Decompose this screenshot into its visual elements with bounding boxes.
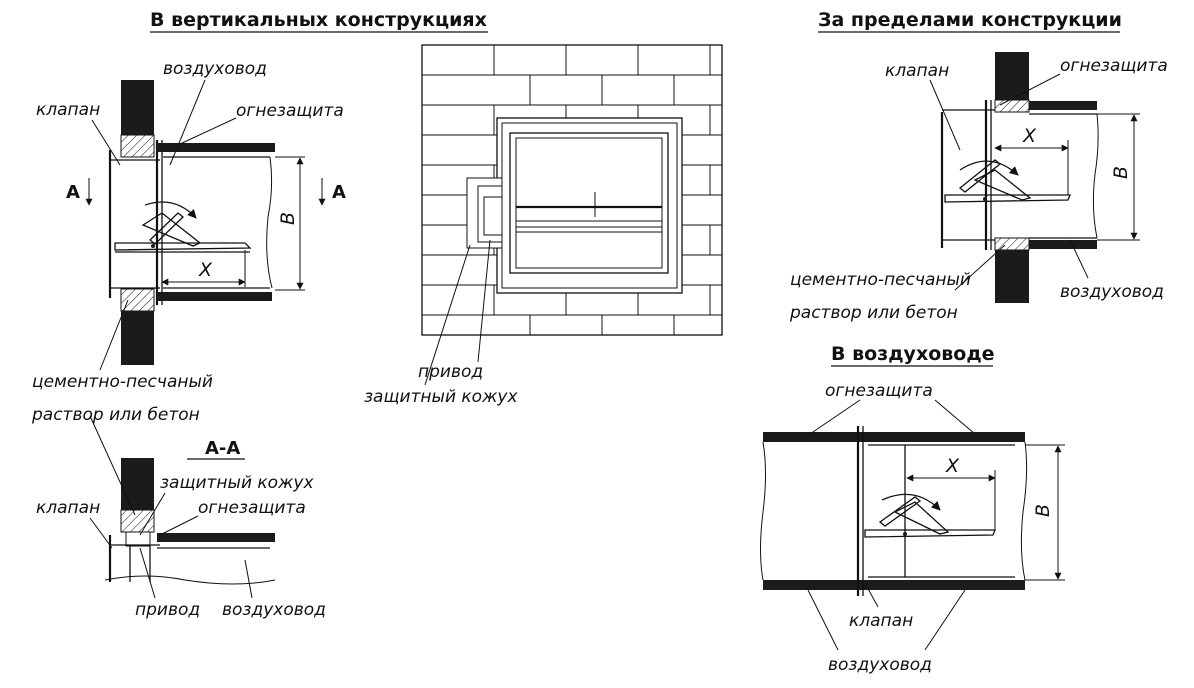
label-klapan-2: клапан	[36, 498, 100, 518]
dim-x-duct: Х	[945, 455, 960, 477]
section-aa-view: А-А защитный кожух огнезащита клапан при…	[36, 415, 326, 620]
label-privod-1: привод	[135, 600, 200, 620]
label-cement-2a: цементно-песчаный	[790, 270, 971, 290]
section-mark-right: А	[332, 182, 346, 203]
fire-protection-bottom	[157, 292, 272, 301]
label-vozduhovod-3: воздуховод	[1060, 282, 1164, 302]
brick-wall-front-view: привод защитный кожух	[364, 44, 723, 407]
in-duct-install-view: Х В огнезащита клапан воздуховод	[760, 381, 1065, 675]
label-privod-2: привод	[418, 362, 483, 382]
dim-b-duct: В	[1032, 504, 1054, 517]
label-ognezashita-2: огнезащита	[198, 498, 306, 518]
label-vozduhovod-2: воздуховод	[222, 600, 326, 620]
dim-x-outside: Х	[1022, 125, 1037, 147]
vertical-install-view: Х В А А воздуховод клапан огнезащита цем…	[31, 59, 346, 425]
dim-x-vertical: Х	[198, 259, 213, 281]
label-zashitny-kozhuh-1: защитный кожух	[160, 473, 314, 493]
label-cement-1a: цементно-песчаный	[32, 372, 213, 392]
label-vozduhovod-4: воздуховод	[828, 655, 932, 675]
fire-protection-top	[157, 143, 275, 152]
label-ognezashita-3: огнезащита	[1060, 56, 1168, 76]
mortar-top	[120, 134, 155, 158]
heading-vertical: В вертикальных конструкциях	[150, 9, 487, 31]
section-aa-title: А-А	[205, 438, 240, 459]
dim-b-outside: В	[1110, 166, 1132, 179]
label-klapan-3: клапан	[885, 61, 949, 81]
wall-bottom	[121, 311, 154, 365]
wall-top	[121, 80, 154, 135]
label-klapan-4: клапан	[849, 611, 913, 631]
mortar-bottom	[120, 288, 155, 312]
label-klapan-1: клапан	[36, 100, 100, 120]
dim-b-vertical: В	[277, 212, 299, 225]
label-cement-2b: раствор или бетон	[789, 303, 958, 323]
label-vozduhovod-1: воздуховод	[163, 59, 267, 79]
label-ognezashita-4: огнезащита	[825, 381, 933, 401]
label-ognezashita-1: огнезащита	[236, 101, 344, 121]
label-zashitny-kozhuh-2: защитный кожух	[364, 387, 518, 407]
label-cement-1b: раствор или бетон	[31, 405, 200, 425]
outside-install-view: Х В клапан огнезащита цементно-песчаный …	[789, 52, 1168, 323]
section-mark-left: А	[66, 182, 80, 203]
heading-outside: За пределами конструкции	[818, 9, 1122, 31]
heading-in-duct: В воздуховоде	[831, 343, 995, 365]
